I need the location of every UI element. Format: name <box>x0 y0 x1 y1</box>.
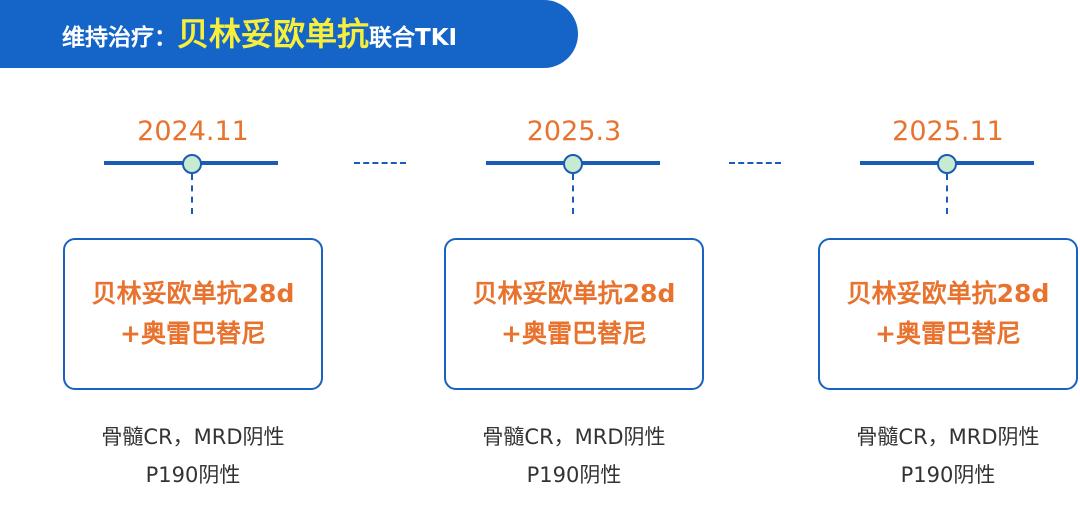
result-marrow: 骨髓CR，MRD阴性 <box>482 425 666 449</box>
connector-dashed-line <box>946 174 948 214</box>
result-p190: P190阴性 <box>145 463 241 487</box>
header-suffix: 联合TKI <box>369 25 458 51</box>
timeline-stage-1: 2024.11 贝林妥欧单抗28d +奥雷巴替尼 骨髓CR，MRD阴性 P190… <box>63 0 323 505</box>
stage-result: 骨髓CR，MRD阴性 P190阴性 <box>444 418 704 494</box>
section-header: 维持治疗：贝林妥欧单抗联合TKI <box>0 0 578 68</box>
result-p190: P190阴性 <box>900 463 996 487</box>
header-title: 维持治疗：贝林妥欧单抗联合TKI <box>62 18 457 50</box>
stage-date: 2025.3 <box>526 116 622 147</box>
timeline-dot <box>563 154 583 174</box>
connector-dashed-line <box>191 174 193 214</box>
stage-date: 2025.11 <box>892 116 1004 147</box>
timeline-dot <box>937 154 957 174</box>
timeline-stage-2: 2025.3 贝林妥欧单抗28d +奥雷巴替尼 骨髓CR，MRD阴性 P190阴… <box>444 0 704 505</box>
header-highlight: 贝林妥欧单抗 <box>177 15 370 53</box>
stage-result: 骨髓CR，MRD阴性 P190阴性 <box>63 418 323 494</box>
treatment-regimen: 贝林妥欧单抗28d <box>91 279 295 308</box>
header-prefix: 维持治疗： <box>62 25 177 51</box>
treatment-regimen: 贝林妥欧单抗28d <box>846 279 1050 308</box>
treatment-box: 贝林妥欧单抗28d +奥雷巴替尼 <box>63 238 323 390</box>
result-marrow: 骨髓CR，MRD阴性 <box>856 425 1040 449</box>
result-p190: P190阴性 <box>526 463 622 487</box>
treatment-box: 贝林妥欧单抗28d +奥雷巴替尼 <box>818 238 1078 390</box>
stage-result: 骨髓CR，MRD阴性 P190阴性 <box>818 418 1078 494</box>
result-marrow: 骨髓CR，MRD阴性 <box>101 425 285 449</box>
treatment-combination: +奥雷巴替尼 <box>120 319 266 348</box>
treatment-box: 贝林妥欧单抗28d +奥雷巴替尼 <box>444 238 704 390</box>
connector-dashed-line <box>572 174 574 214</box>
timeline-stage-3: 2025.11 贝林妥欧单抗28d +奥雷巴替尼 骨髓CR，MRD阴性 P190… <box>818 0 1078 505</box>
stage-date: 2024.11 <box>137 116 249 147</box>
timeline-gap-dashes <box>354 162 406 164</box>
treatment-combination: +奥雷巴替尼 <box>875 319 1021 348</box>
timeline-dot <box>182 154 202 174</box>
treatment-combination: +奥雷巴替尼 <box>501 319 647 348</box>
treatment-regimen: 贝林妥欧单抗28d <box>472 279 676 308</box>
timeline-gap-dashes <box>729 162 781 164</box>
